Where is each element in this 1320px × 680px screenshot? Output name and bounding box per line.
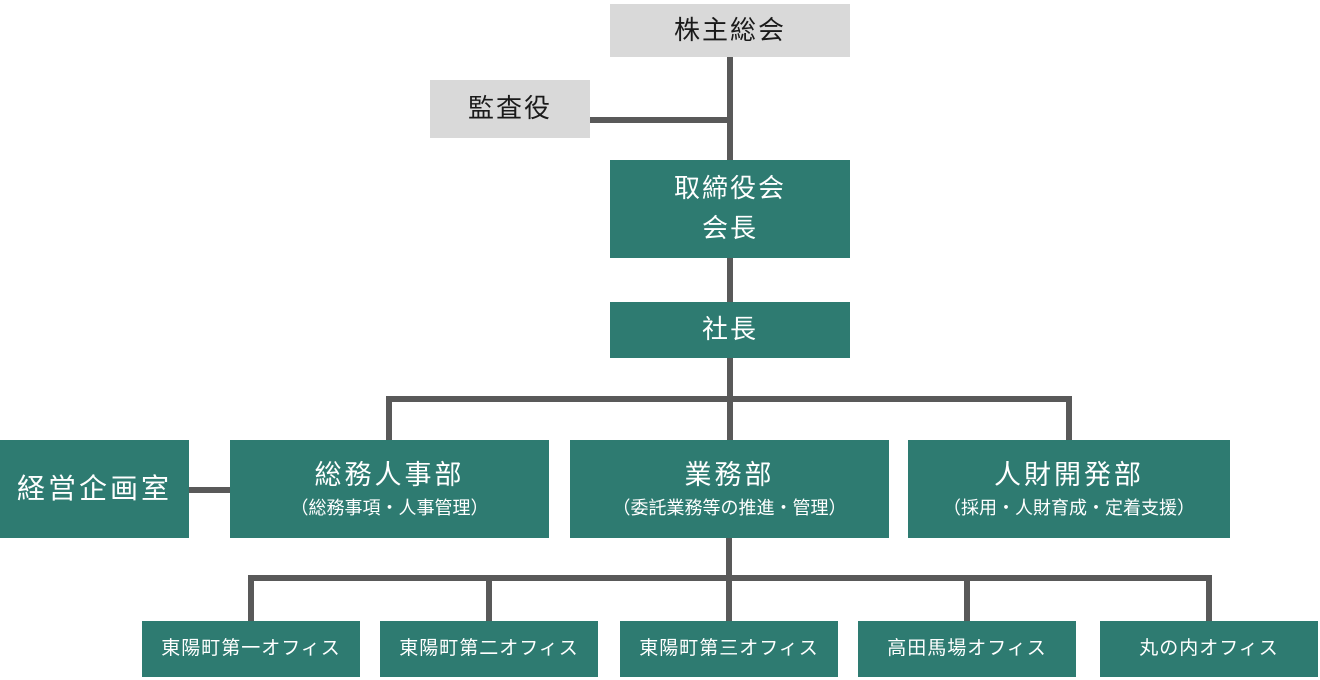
connector-drop-office-4 — [964, 575, 970, 621]
box-operations-dept: 業務部 （委託業務等の推進・管理） — [570, 440, 889, 538]
box-board-chairman: 取締役会 会長 — [610, 160, 850, 258]
box-office-marunouchi: 丸の内オフィス — [1100, 621, 1318, 677]
auditor-label: 監査役 — [467, 93, 552, 124]
planning-office-label: 経営企画室 — [16, 472, 172, 504]
dept-title: 業務部 — [684, 459, 775, 490]
box-office-takadanobaba: 高田馬場オフィス — [858, 621, 1076, 677]
box-office-toyocho-2: 東陽町第二オフィス — [380, 621, 598, 677]
office-label: 東陽町第二オフィス — [399, 637, 579, 659]
dept-subtitle: （採用・人財育成・定着支援） — [943, 497, 1195, 518]
box-hr-development-dept: 人財開発部 （採用・人財育成・定着支援） — [908, 440, 1230, 538]
office-label: 東陽町第一オフィス — [161, 637, 341, 659]
box-office-toyocho-1: 東陽町第一オフィス — [142, 621, 360, 677]
office-label: 丸の内オフィス — [1139, 637, 1279, 659]
connector-drop-office-1 — [248, 575, 254, 621]
box-general-affairs-hr-dept: 総務人事部 （総務事項・人事管理） — [230, 440, 549, 538]
president-label: 社長 — [701, 314, 758, 345]
office-label: 東陽町第三オフィス — [639, 637, 819, 659]
chairman-label: 会長 — [701, 213, 758, 243]
board-label: 取締役会 — [673, 173, 786, 204]
connector-planning-office — [189, 487, 230, 493]
box-president: 社長 — [610, 302, 850, 358]
connector-departments-horizontal — [386, 396, 1072, 402]
box-auditor: 監査役 — [430, 80, 590, 138]
shareholders-meeting-label: 株主総会 — [673, 14, 786, 45]
connector-drop-office-5 — [1206, 575, 1212, 621]
box-office-toyocho-3: 東陽町第三オフィス — [620, 621, 838, 677]
connector-offices-horizontal — [248, 575, 1212, 581]
connector-auditor — [590, 117, 733, 123]
dept-subtitle: （総務事項・人事管理） — [290, 497, 489, 518]
dept-title: 総務人事部 — [314, 459, 465, 490]
connector-drop-hr-development — [1066, 396, 1072, 440]
connector-board-president — [727, 258, 733, 302]
connector-drop-general-affairs — [386, 396, 392, 440]
connector-drop-office-2 — [486, 575, 492, 621]
box-planning-office: 経営企画室 — [0, 440, 189, 538]
office-label: 高田馬場オフィス — [887, 637, 1047, 659]
dept-subtitle: （委託業務等の推進・管理） — [612, 497, 847, 518]
connector-shareholders-board — [727, 57, 733, 160]
box-shareholders-meeting: 株主総会 — [610, 4, 850, 57]
dept-title: 人財開発部 — [994, 459, 1144, 490]
